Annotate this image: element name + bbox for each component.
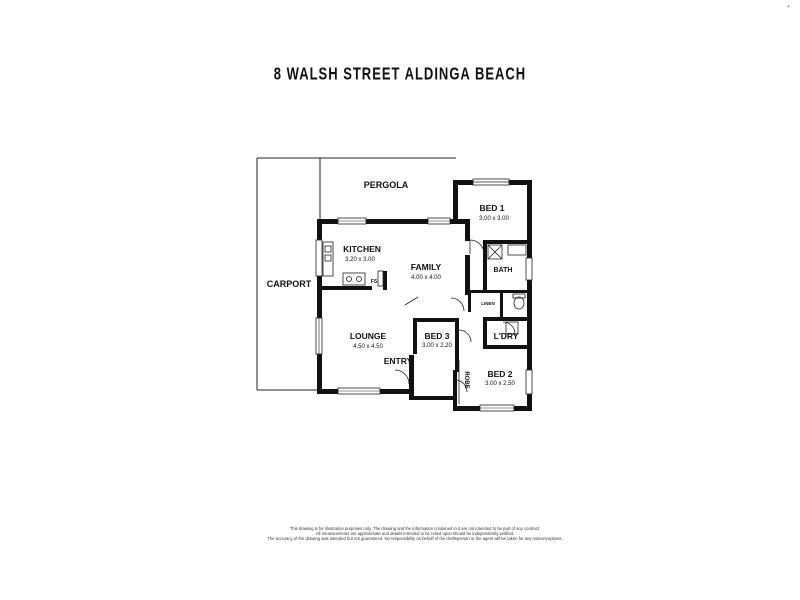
size-bed1: 3.00 x 3.00	[479, 216, 509, 222]
label-fs: FS	[371, 279, 378, 285]
label-family: FAMILY	[411, 262, 442, 272]
disclaimer-line: The accuracy of the drawing was intended…	[267, 536, 563, 541]
label-bed1: BED 1	[479, 203, 504, 213]
size-family: 4.00 x 4.00	[411, 275, 441, 281]
label-lounge: LOUNGE	[350, 331, 387, 341]
corner-mark: +	[787, 4, 790, 10]
size-bed3: 3.00 x 2.20	[422, 343, 452, 349]
door-swings	[394, 239, 516, 393]
windows	[315, 178, 533, 412]
label-bed3: BED 3	[424, 331, 449, 341]
label-kitchen: KITCHEN	[343, 244, 381, 254]
plan-title: 8 WALSH STREET ALDINGA BEACH	[273, 63, 527, 84]
exterior-walls	[317, 180, 532, 411]
bath-fixtures	[487, 244, 527, 335]
label-pergola: PERGOLA	[364, 180, 409, 190]
disclaimer: This drawing is for illustration purpose…	[250, 526, 580, 541]
label-robe: ROBE	[463, 371, 469, 388]
size-kitchen: 3.20 x 3.00	[345, 257, 375, 263]
label-carport: CARPORT	[267, 279, 312, 289]
label-linen: LINEN	[481, 301, 495, 306]
label-entry: ENTRY	[384, 356, 413, 366]
carport-outline	[256, 157, 456, 391]
kitchen-fixtures	[322, 241, 384, 287]
label-bath: BATH	[494, 267, 513, 274]
disclaimer-line: This drawing is for illustration purpose…	[289, 526, 541, 531]
label-ldry: L'DRY	[494, 331, 519, 341]
size-bed2: 3.00 x 2.50	[485, 381, 515, 387]
size-lounge: 4.50 x 4.50	[353, 344, 383, 350]
disclaimer-line: All measurements are approximate and det…	[315, 531, 515, 536]
label-bed2: BED 2	[487, 369, 512, 379]
